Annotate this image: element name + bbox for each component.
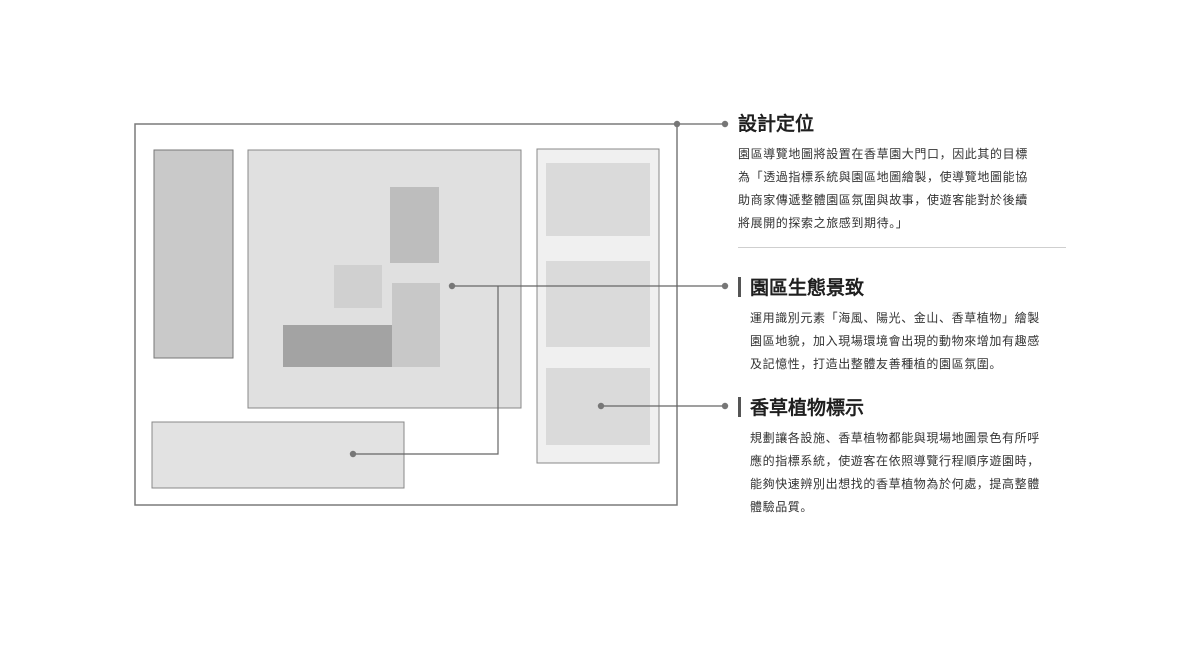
connector-dot-design-end: [721, 120, 729, 128]
central-map-area: [247, 149, 522, 409]
map-block-middle: [392, 283, 440, 367]
section-body: 園區導覽地圖將設置在香草園大門口，因此其的目標 為「透過指標系統與園區地圖繪製，…: [738, 143, 1028, 235]
map-block-small: [334, 265, 382, 308]
section-title-row: 園區生態景致: [738, 275, 1040, 301]
section-design-positioning: 設計定位 園區導覽地圖將設置在香草園大門口，因此其的目標 為「透過指標系統與園區…: [738, 111, 1028, 235]
connector-dot-right-card: [597, 402, 605, 410]
body-line: 運用識別元素「海風、陽光、金山、香草植物」繪製: [750, 311, 1040, 325]
connector-dot-bottom-block: [349, 450, 357, 458]
body-line: 為「透過指標系統與園區地圖繪製，使導覽地圖能協: [738, 170, 1028, 184]
section-title: 設計定位: [738, 113, 815, 135]
section-body: 規劃讓各設施、香草植物都能與現場地圖景色有所呼 應的指標系統，使遊客在依照導覽行…: [738, 427, 1040, 519]
connector-dot-map-center: [448, 282, 456, 290]
body-line: 能夠快速辨別出想找的香草植物為於何處，提高整體: [750, 477, 1040, 491]
map-block-dark: [283, 325, 392, 367]
connector-dot-frame-corner: [673, 120, 681, 128]
body-line: 助商家傳遞整體園區氛圍與故事，使遊客能對於後續: [738, 193, 1028, 207]
heading-accent-bar: [738, 277, 741, 297]
section-herb-signage: 香草植物標示 規劃讓各設施、香草植物都能與現場地圖景色有所呼 應的指標系統，使遊…: [738, 395, 1040, 519]
bottom-left-block: [151, 421, 405, 489]
connector-dot-ecology-end: [721, 282, 729, 290]
right-panel-card-top: [546, 163, 650, 236]
connector-line-ecology-branch: [353, 286, 499, 455]
map-block-upper: [390, 187, 439, 263]
section-title: 園區生態景致: [750, 277, 865, 299]
body-line: 及記憶性，打造出整體友善種植的園區氛圍。: [750, 357, 1003, 371]
body-line: 園區地貌，加入現場環境會出現的動物來增加有趣感: [750, 334, 1040, 348]
left-column-block: [153, 149, 234, 359]
section-title-row: 香草植物標示: [738, 395, 1040, 421]
heading-accent-bar: [738, 397, 741, 417]
body-line: 體驗品質。: [750, 500, 814, 514]
section-park-ecology: 園區生態景致 運用識別元素「海風、陽光、金山、香草植物」繪製 園區地貌，加入現場…: [738, 275, 1040, 376]
connector-dot-signage-end: [721, 402, 729, 410]
section-title: 香草植物標示: [750, 397, 865, 419]
section-body: 運用識別元素「海風、陽光、金山、香草植物」繪製 園區地貌，加入現場環境會出現的動…: [738, 307, 1040, 376]
body-line: 應的指標系統，使遊客在依照導覽行程順序遊園時，: [750, 454, 1040, 468]
body-line: 園區導覽地圖將設置在香草園大門口，因此其的目標: [738, 147, 1028, 161]
right-panel-card-middle: [546, 261, 650, 347]
body-line: 規劃讓各設施、香草植物都能與現場地圖景色有所呼: [750, 431, 1040, 445]
body-line: 將展開的探索之旅感到期待。」: [738, 216, 909, 230]
section-divider: [738, 247, 1066, 248]
